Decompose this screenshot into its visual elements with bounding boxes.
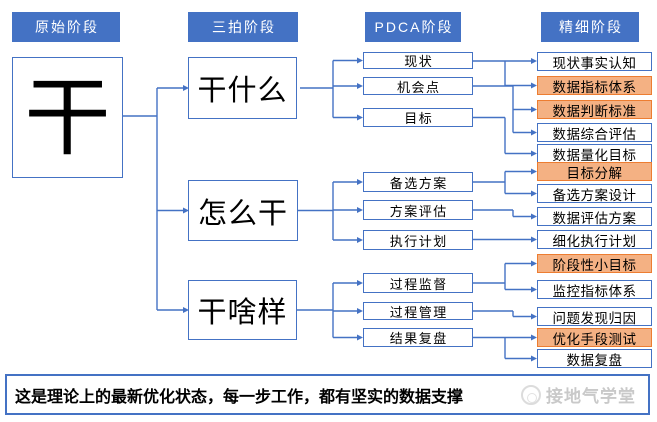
node-data-judgment-standard: 数据判断标准 [537,100,652,120]
node-data-indicator-system: 数据指标体系 [537,76,652,96]
node-zenme-gan: 怎么干 [188,180,298,241]
footer-text: 这是理论上的最新优化状态，每一步工作，都有坚实的数据支撑 [15,386,464,406]
node-problem-attribution: 问题发现归因 [537,307,652,327]
node-gan-shayang: 干啥样 [188,280,297,340]
header-three-shot-stage: 三拍阶段 [188,12,298,42]
node-data-quantified-goal: 数据量化目标 [537,144,652,164]
node-plan-evaluation: 方案评估 [363,200,473,220]
node-monitoring-indicator-system: 监控指标体系 [537,280,652,300]
node-opportunity: 机会点 [363,77,473,96]
node-result-review: 结果复盘 [363,328,473,347]
node-process-supervision: 过程监督 [363,273,473,293]
node-stage-small-goal: 阶段性小目标 [537,254,652,274]
node-alternatives: 备选方案 [363,172,473,192]
node-refined-execution-plan: 细化执行计划 [537,230,652,250]
node-execution-plan: 执行计划 [363,230,473,250]
node-data-comprehensive-evaluation: 数据综合评估 [537,123,652,143]
header-original-stage: 原始阶段 [12,12,120,42]
node-fact-cognition: 现状事实认知 [537,52,652,72]
node-current-status: 现状 [363,52,473,70]
header-fine-stage: 精细阶段 [541,12,639,42]
node-goal-decomposition: 目标分解 [537,162,652,182]
header-pdca-stage: PDCA阶段 [365,12,461,42]
watermark-logo-icon [521,384,541,405]
node-gan: 干 [12,57,123,178]
node-data-evaluation-plan: 数据评估方案 [537,207,652,227]
node-optimization-test: 优化手段测试 [537,328,652,348]
node-goal: 目标 [363,108,473,127]
watermark-text: 接地气学堂 [546,387,636,407]
node-data-review: 数据复盘 [537,349,652,369]
watermark: 接地气学堂 [521,376,636,413]
footer-note: 这是理论上的最新优化状态，每一步工作，都有坚实的数据支撑 接地气学堂 [5,374,650,415]
node-gan-shenme: 干什么 [188,57,297,119]
node-alternative-plan-design: 备选方案设计 [537,184,652,204]
node-process-management: 过程管理 [363,302,473,321]
